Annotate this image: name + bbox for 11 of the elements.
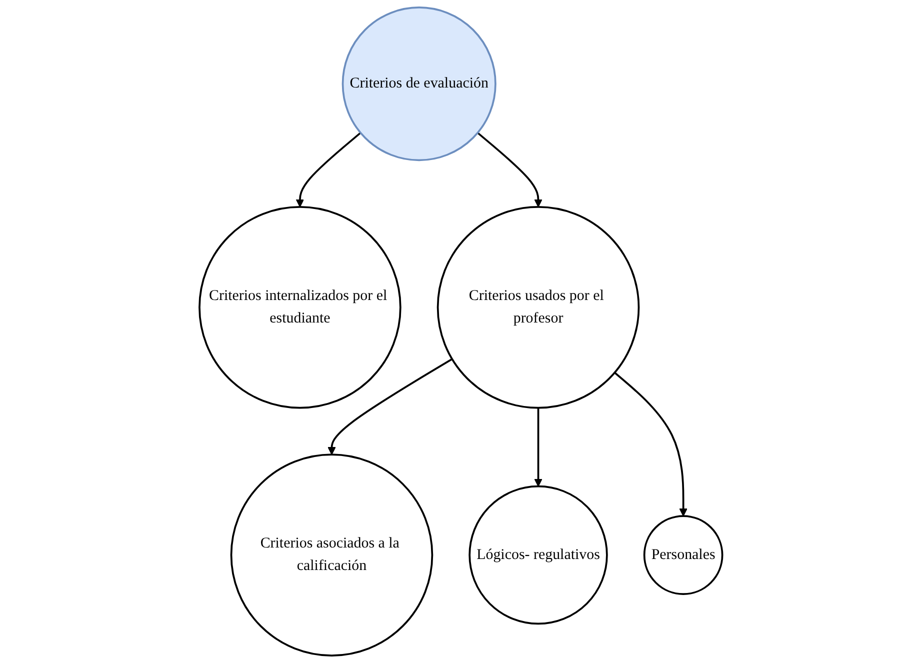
arrow	[328, 358, 453, 455]
node-circle: Criterios de evaluación	[342, 6, 496, 162]
arrow	[296, 132, 362, 208]
node-circle: Lógicos- regulativos	[468, 485, 608, 625]
node-circle: Criterios usados por el profesor	[436, 206, 640, 409]
arrow	[534, 408, 542, 487]
node-circle: Criterios internalizados por el estudiante	[198, 206, 402, 409]
node-circle: Criterios asociados a la calificación	[230, 454, 434, 656]
node-circle: Personales	[644, 515, 724, 595]
arrow	[614, 372, 688, 516]
arrow	[477, 132, 542, 208]
